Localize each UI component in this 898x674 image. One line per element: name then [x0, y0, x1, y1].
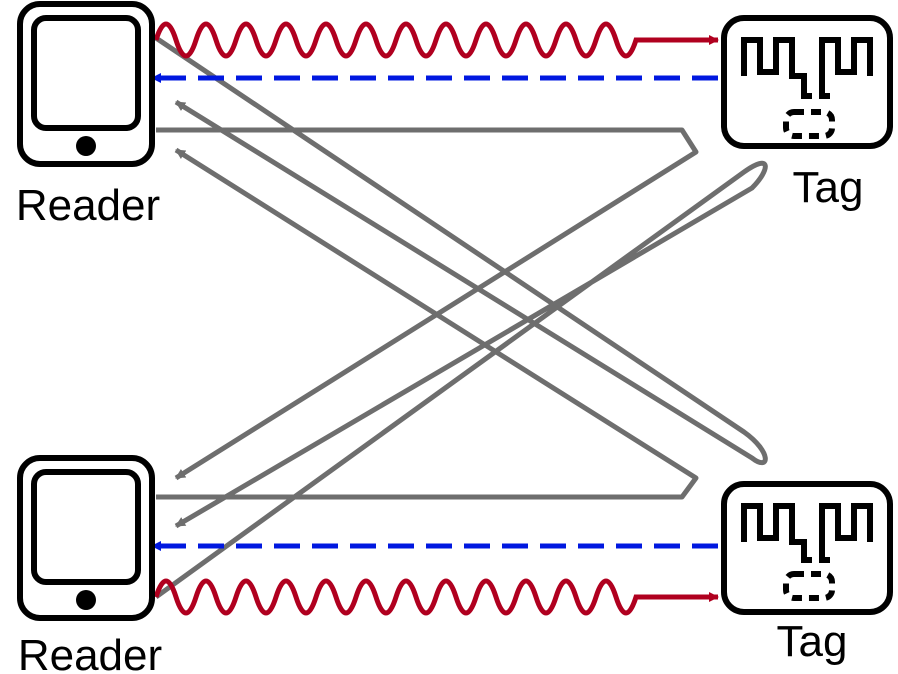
- interference-paths: [154, 35, 768, 600]
- reader-bottom: Reader: [17, 455, 162, 674]
- rfid-tag-icon: [721, 15, 893, 149]
- reader-top-label: Reader: [16, 181, 160, 230]
- bounce-path-bottom-to-top: [156, 147, 699, 500]
- reader-top: Reader: [16, 1, 160, 230]
- phone-reader-icon: [17, 455, 155, 621]
- phone-reader-icon: [17, 1, 155, 167]
- loop-path-via-bottom-tag: [154, 35, 768, 466]
- query-wave-top: [153, 21, 719, 59]
- reader-bottom-label: Reader: [18, 631, 162, 674]
- tag-bottom: Tag: [721, 481, 893, 666]
- loop-path-via-top-tag: [154, 160, 768, 600]
- rfid-tag-icon: [721, 481, 893, 615]
- tag-top: Tag: [721, 15, 893, 212]
- tag-top-label: Tag: [793, 163, 864, 212]
- tag-bottom-label: Tag: [777, 617, 848, 666]
- query-wave-bottom: [153, 578, 719, 616]
